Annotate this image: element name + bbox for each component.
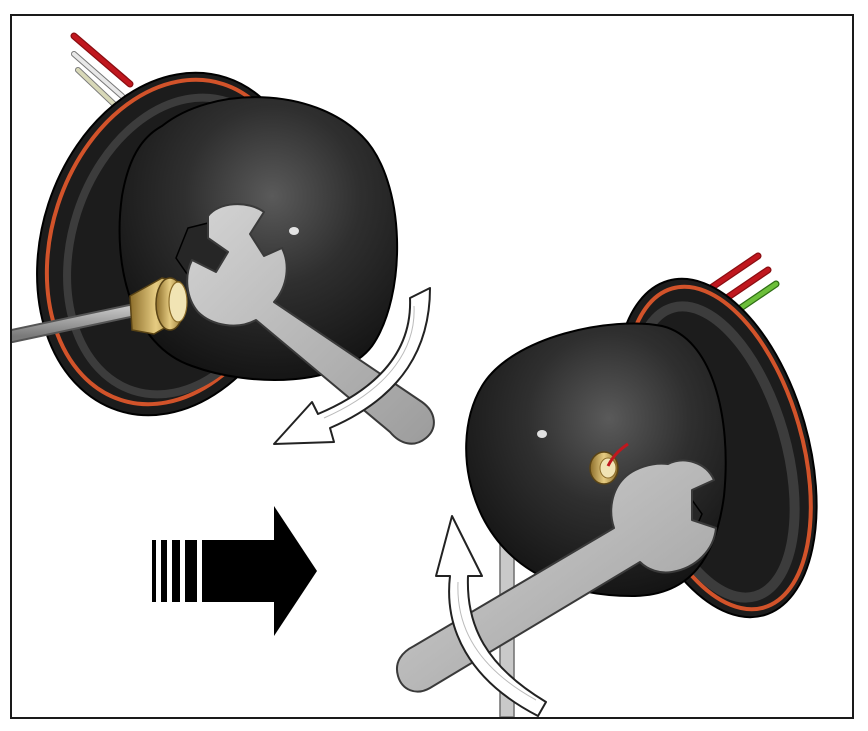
- right-cable-gland: [589, 442, 629, 485]
- left-housing-body: [118, 96, 399, 381]
- left-rotation-arrow-icon: [273, 287, 431, 445]
- left-cable-gland: [129, 277, 188, 335]
- figure-frame: [10, 14, 854, 719]
- right-assembly: [396, 252, 818, 717]
- assembly-illustration: [12, 32, 818, 717]
- direction-arrow-icon: [152, 506, 317, 636]
- right-rotation-arrow-icon: [435, 515, 547, 717]
- left-assembly: [12, 32, 435, 445]
- left-wires: [70, 32, 134, 109]
